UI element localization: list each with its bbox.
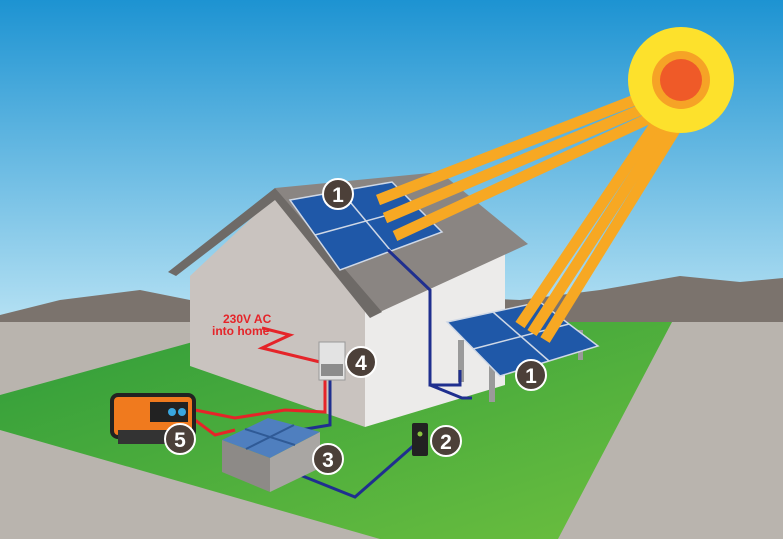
dc-wires: [299, 248, 472, 499]
svg-text:4: 4: [355, 352, 367, 375]
battery-bank: [222, 418, 320, 492]
badge-generator: 5: [164, 423, 196, 455]
inverter: [318, 341, 346, 381]
ac-wires: [194, 326, 327, 437]
sun-beams: [376, 92, 680, 343]
ac-label-line1: 230V AC: [223, 312, 272, 326]
roof-edge: [168, 188, 382, 318]
sun: [628, 27, 734, 133]
charge-controller: [412, 423, 428, 456]
badge-inverter: 4: [345, 346, 377, 378]
svg-text:1: 1: [525, 365, 537, 388]
svg-text:3: 3: [322, 449, 334, 472]
svg-text:5: 5: [174, 429, 186, 452]
badge-ground-panel: 1: [515, 359, 547, 391]
badge-battery-bank: 3: [312, 443, 344, 475]
svg-text:1: 1: [332, 184, 344, 207]
badge-roof-panel: 1: [322, 178, 354, 210]
badge-charge-controller: 2: [430, 425, 462, 457]
svg-text:2: 2: [440, 431, 452, 454]
ac-label-line2: into home: [212, 324, 270, 338]
